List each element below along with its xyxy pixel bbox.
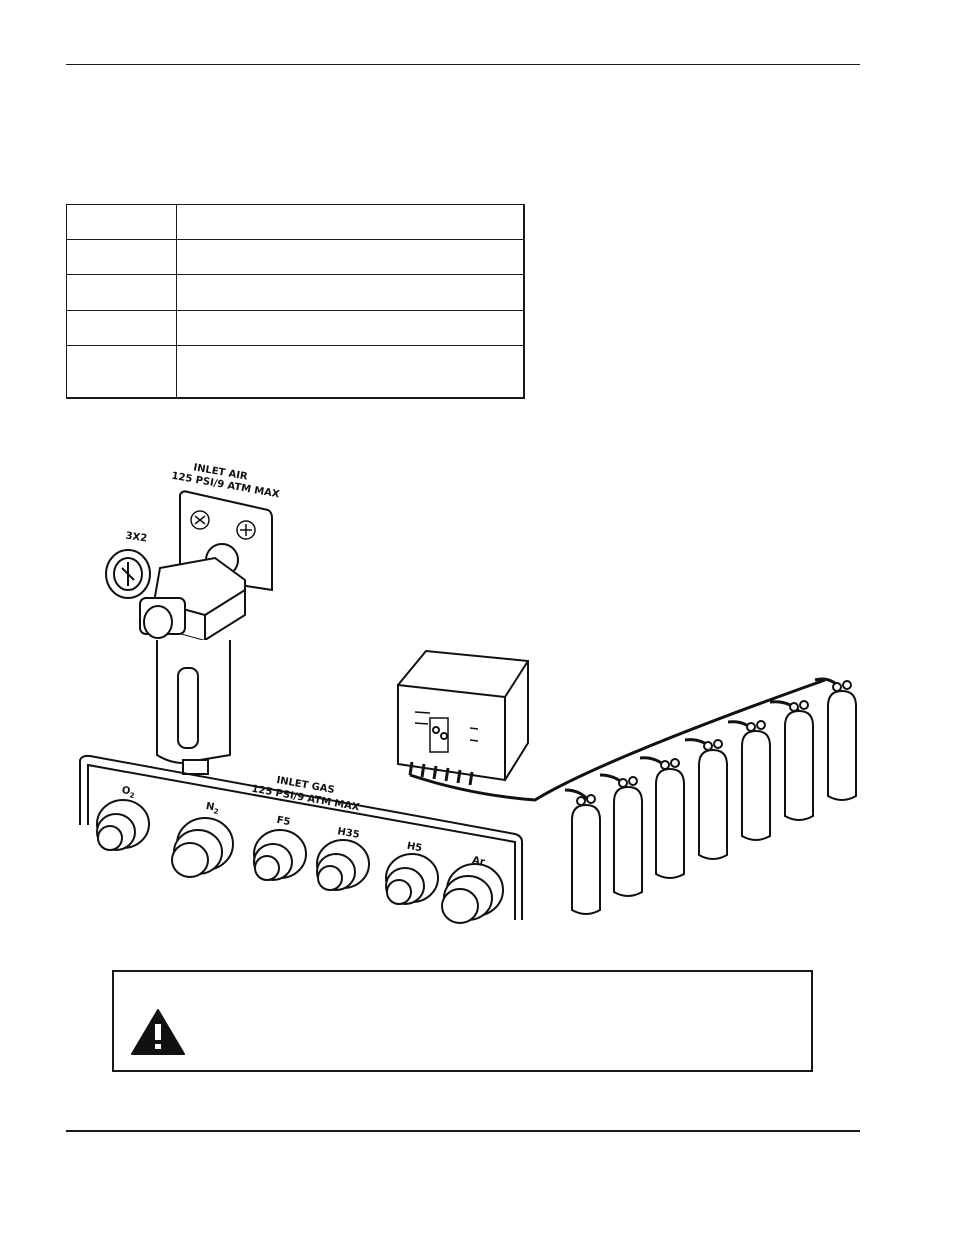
- port-h35-fitting: [316, 839, 370, 891]
- table-cell: [66, 239, 177, 276]
- screw-icon: [236, 520, 256, 540]
- table-cell: [176, 239, 525, 276]
- port-label-h35: H35: [337, 826, 361, 841]
- table-row: [66, 344, 525, 399]
- inlet-gas-panel: [79, 754, 523, 920]
- table-cell: [176, 309, 525, 346]
- gas-cylinder-icon: [613, 776, 643, 897]
- table-cell: [176, 344, 525, 399]
- table-row: [66, 239, 525, 276]
- port-label-n2: N2: [205, 801, 220, 816]
- gas-connection-figure: INLET AIR 125 PSI/9 ATM MAX 3X2 INLET GA…: [79, 462, 857, 924]
- table-cell: [66, 274, 177, 311]
- port-ar-fitting: [441, 863, 504, 924]
- port-h5-fitting: [385, 853, 439, 905]
- gas-cylinder-icon: [571, 794, 601, 915]
- gas-cylinders: [571, 680, 857, 915]
- gas-cylinder-icon: [827, 680, 857, 801]
- port-label-text: O: [121, 785, 131, 797]
- table-cell: [66, 309, 177, 346]
- port-label-subscript: 2: [213, 807, 219, 816]
- table-row: [66, 274, 525, 311]
- port-label-subscript: 2: [129, 791, 135, 800]
- port-o2-fitting: [96, 799, 150, 851]
- gas-cylinder-icon: [698, 739, 728, 860]
- gas-spec-table: [66, 203, 525, 399]
- gas-console: [396, 649, 529, 782]
- port-label-h5: H5: [406, 841, 423, 855]
- table-row: [66, 309, 525, 346]
- filter-regulator: [139, 543, 246, 775]
- gas-hoses: [408, 677, 842, 802]
- port-label-f5: F5: [276, 815, 292, 828]
- port-label-text: N: [205, 801, 215, 813]
- table-cell: [66, 203, 177, 241]
- gas-cylinder-icon: [784, 700, 814, 821]
- warning-triangle-icon: [131, 1009, 185, 1055]
- port-n2-fitting: [171, 817, 234, 878]
- warning-box: [112, 970, 813, 1072]
- gas-cylinder-icon: [655, 758, 685, 879]
- table-cell: [66, 344, 177, 399]
- gas-cylinder-icon: [741, 720, 771, 841]
- table-cell: [176, 274, 525, 311]
- gauge-icon: [105, 549, 151, 599]
- table-cell: [176, 203, 525, 241]
- port-f5-fitting: [253, 829, 307, 881]
- port-label-o2: O2: [121, 785, 137, 800]
- screw-icon: [190, 510, 210, 530]
- port-label-ar: Ar: [471, 855, 485, 868]
- gauge-label: 3X2: [125, 531, 148, 545]
- header-rule: [66, 64, 860, 65]
- table-row: [66, 203, 525, 241]
- footer-rule: [66, 1130, 860, 1132]
